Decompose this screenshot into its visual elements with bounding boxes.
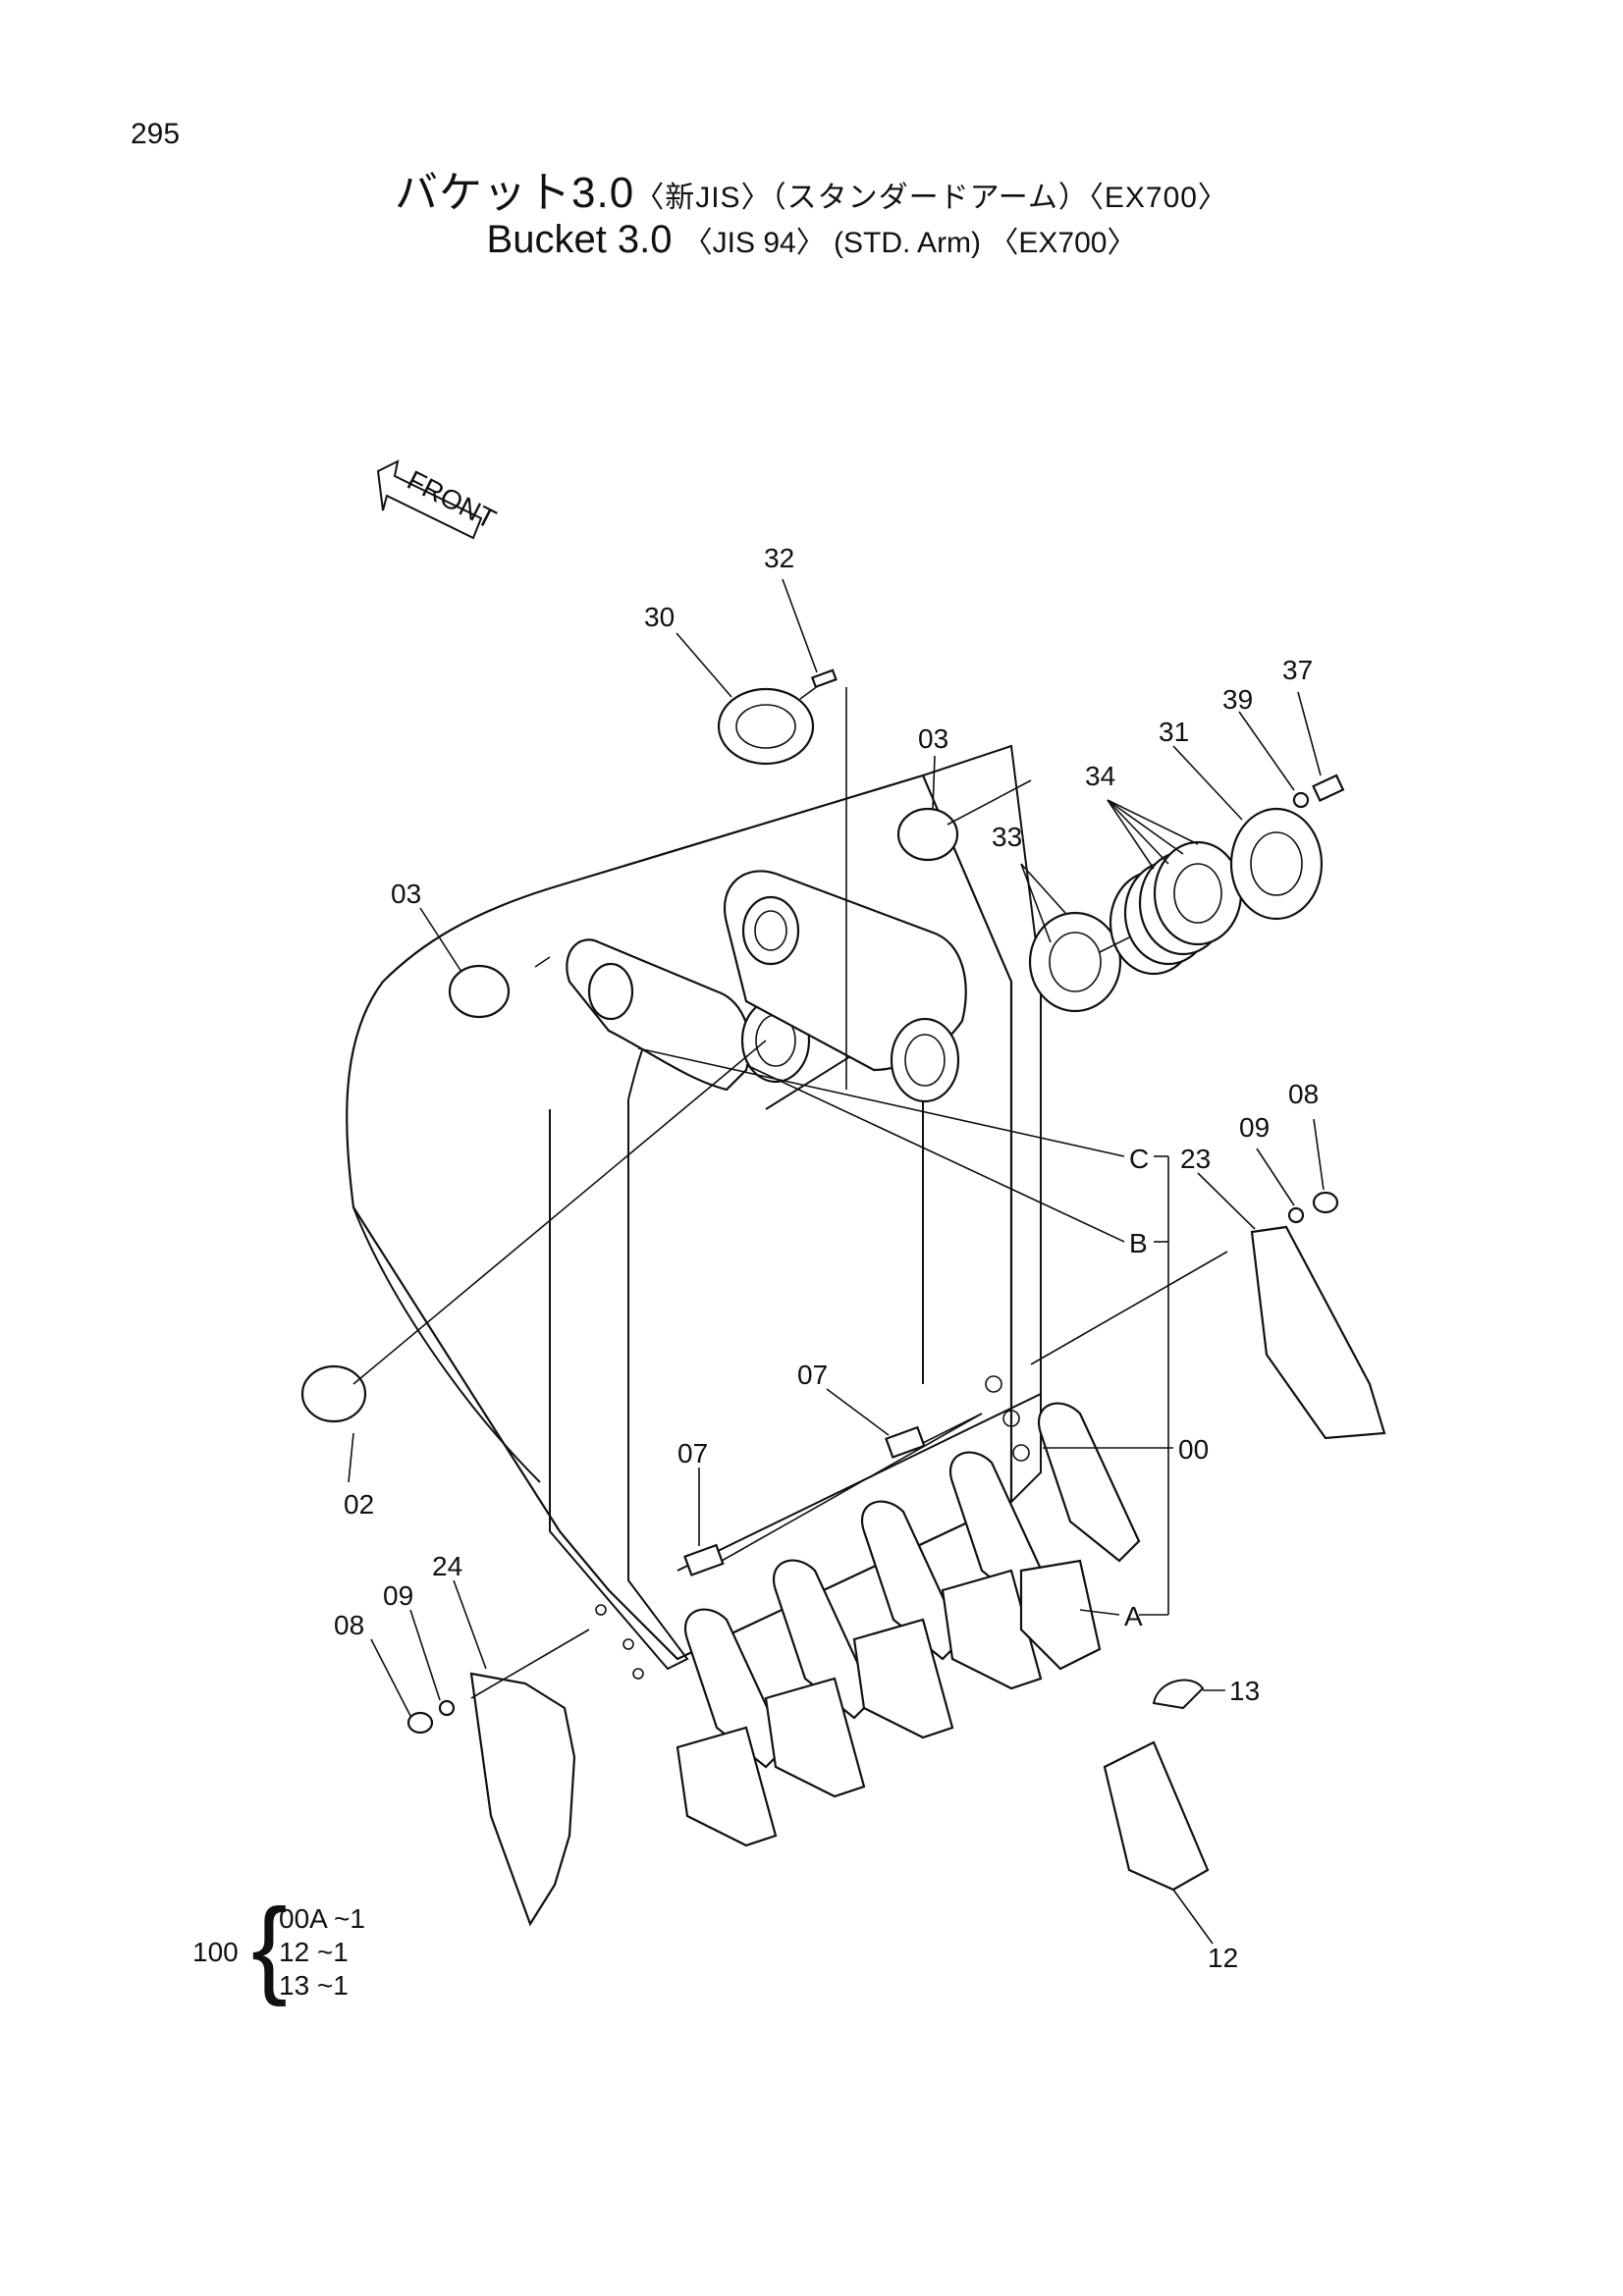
part-39: [1292, 791, 1310, 809]
title-en-suffix: 〈JIS 94〉 (STD. Arm) 〈EX700〉: [682, 227, 1137, 259]
kit-item: 00A ~1: [279, 1903, 365, 1934]
callout-labels: 32 30 03 37 39 31 34 33 03 08 09 23 C B …: [334, 543, 1319, 1973]
callout-09-right: 09: [1239, 1112, 1270, 1143]
part-07-lower: [683, 1543, 725, 1576]
part-08-left: [406, 1711, 434, 1735]
part-32: [810, 668, 838, 689]
callout-08-right: 08: [1288, 1079, 1319, 1109]
part-24: [469, 1672, 576, 1927]
callout-12: 12: [1208, 1943, 1238, 1973]
part-34: [1109, 840, 1243, 976]
callout-02: 02: [344, 1489, 374, 1520]
front-arrow-icon: FRONT: [376, 459, 501, 540]
kit-items: 00A ~1 12 ~1 13 ~1: [279, 1902, 365, 2002]
callout-07-upper: 07: [797, 1360, 828, 1390]
exploded-parts: [300, 668, 1386, 1927]
part-09-left: [438, 1699, 456, 1717]
part-33: [1028, 911, 1122, 1013]
part-03-upper: [896, 807, 959, 862]
title-en-main: Bucket 3.0: [486, 218, 673, 261]
callout-B: B: [1129, 1228, 1148, 1258]
part-30: [717, 687, 815, 766]
part-09-right: [1287, 1206, 1305, 1224]
callout-34: 34: [1085, 761, 1115, 791]
callout-24: 24: [432, 1551, 462, 1581]
part-23: [1250, 1225, 1386, 1440]
title-jp-main: バケット3.0: [395, 169, 635, 217]
page-number: 295: [131, 118, 181, 150]
part-02: [300, 1364, 367, 1423]
kit-item: 13 ~1: [279, 1970, 349, 2001]
callout-A: A: [1124, 1601, 1143, 1631]
front-label: FRONT: [403, 464, 501, 534]
title-japanese: バケット3.0〈新JIS〉（スタンダードアーム）〈EX700〉: [0, 157, 1623, 220]
kit-item: 12 ~1: [279, 1937, 349, 1967]
leader-lines: [348, 578, 1325, 1945]
callout-09-left: 09: [383, 1580, 413, 1611]
callout-31: 31: [1159, 717, 1189, 747]
brace-icon: {: [251, 1887, 288, 2007]
bucket-body: [346, 744, 1042, 1680]
callout-03-left: 03: [391, 879, 421, 909]
title-jp-suffix: 〈新JIS〉（スタンダードアーム）〈EX700〉: [634, 182, 1228, 214]
part-12: [1103, 1740, 1210, 1892]
part-13: [1152, 1679, 1205, 1710]
title-english: Bucket 3.0 〈JIS 94〉 (STD. Arm) 〈EX700〉: [0, 218, 1623, 262]
kit-code: 100: [192, 1937, 239, 1967]
part-08-right: [1312, 1191, 1339, 1214]
callout-23: 23: [1180, 1144, 1211, 1174]
part-37: [1312, 774, 1345, 802]
callout-32: 32: [764, 543, 794, 573]
callout-08-left: 08: [334, 1610, 364, 1640]
part-03-left: [448, 964, 511, 1019]
callout-39: 39: [1222, 684, 1253, 715]
callout-37: 37: [1282, 655, 1313, 685]
bucket-teeth: [676, 1402, 1141, 1847]
part-31: [1229, 807, 1324, 921]
callout-30: 30: [644, 602, 675, 632]
callout-07-lower: 07: [677, 1438, 708, 1468]
callout-C: C: [1129, 1144, 1149, 1174]
callout-33: 33: [992, 822, 1022, 852]
part-07-upper: [885, 1425, 926, 1459]
callout-03-upper: 03: [918, 723, 948, 754]
callout-00: 00: [1178, 1434, 1209, 1465]
callout-13: 13: [1229, 1676, 1260, 1706]
